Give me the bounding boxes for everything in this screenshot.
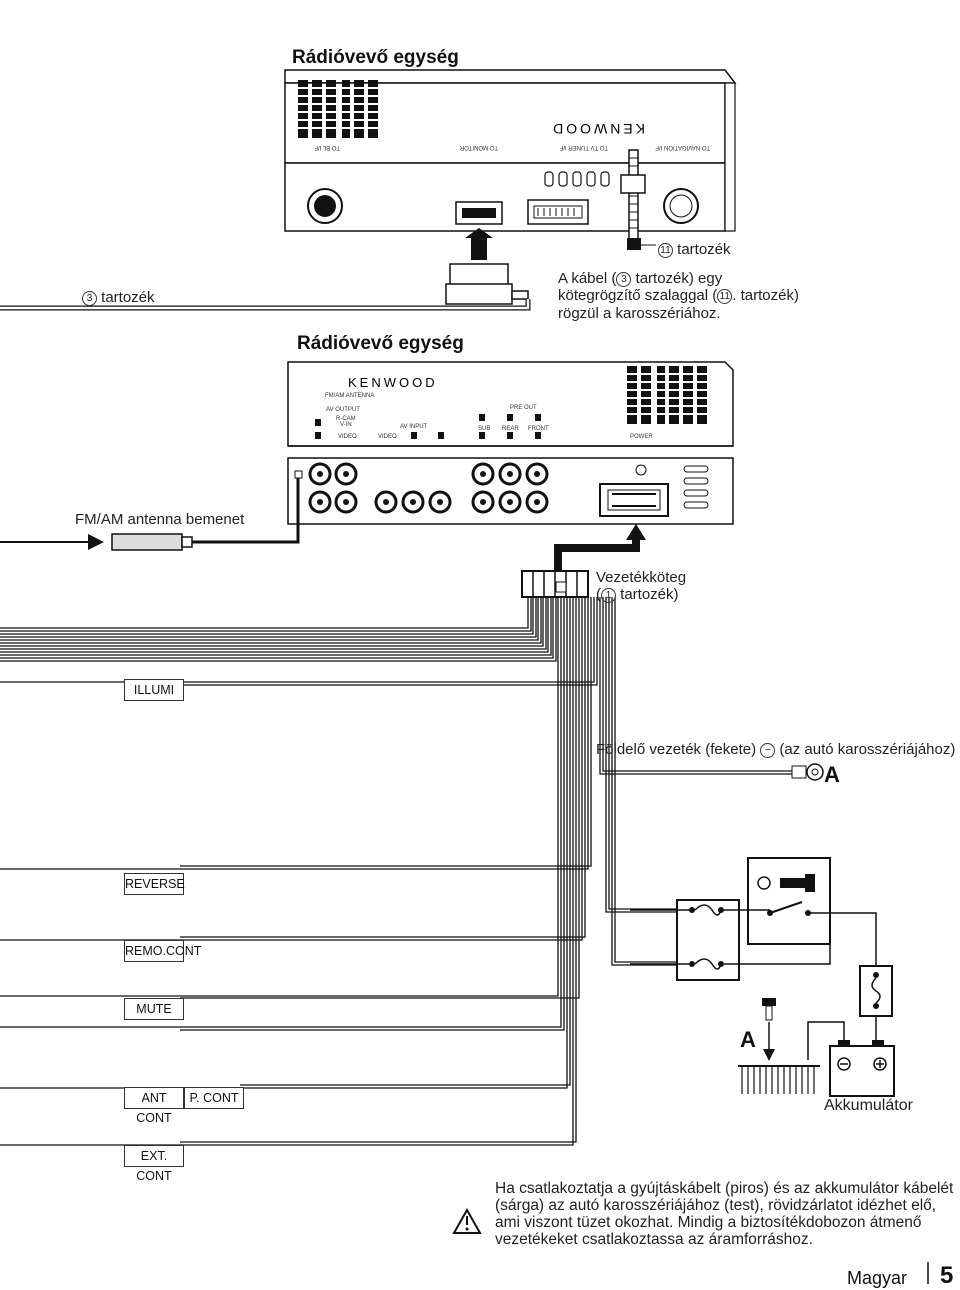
harness-label: Vezetékköteg (1 tartozék) [596, 569, 687, 604]
top-port-label: TO NAVIGATION I/F [655, 144, 710, 150]
middle-radio-unit: KENWOOD FM/AM ANTENNA AV OUTPUT R-CAM V-… [287, 361, 734, 525]
mid-label: POWER [630, 434, 653, 440]
accessory-number: 11 [658, 243, 673, 258]
warning-note: Ha csatlakoztatja a gyújtáskábelt (piros… [495, 1180, 955, 1248]
accessory-text: tartozék [677, 241, 731, 258]
harness-connector [521, 570, 589, 598]
battery [829, 1040, 895, 1097]
top-port-label: TO BL I/F [314, 144, 340, 150]
footer-page-number: 5 [940, 1262, 954, 1289]
mid-label: REAR [502, 426, 519, 432]
mid-label: VIDEO [338, 434, 357, 440]
tv-tuner-connector [527, 199, 589, 225]
accessory-11-label: 11 tartozék [658, 241, 731, 258]
battery-label: Akkumulátor [824, 1097, 913, 1114]
mid-label: V-IN [340, 422, 352, 428]
ground-wire-label: Földelő vezeték (fekete) − (az autó karo… [596, 741, 956, 758]
wire-label-p-cont: P. CONT [184, 1087, 244, 1109]
warning-text: Ha csatlakoztatja a gyújtáskábelt (piros… [495, 1180, 954, 1248]
minus-icon: − [760, 743, 776, 758]
cable-fixing-note: A kábel (3 tartozék) egy kötegrögzítő sz… [558, 270, 799, 322]
warning-triangle-icon [452, 1207, 482, 1234]
accessory-number: 3 [616, 272, 632, 287]
wire-label-reverse: REVERSE [124, 873, 185, 895]
wire-label-remo-cont: REMO.CONT [124, 940, 201, 962]
mid-label: R-CAM [336, 416, 356, 422]
mid-label: SUB [478, 426, 490, 432]
top-unit-vent-gaps [298, 87, 378, 129]
accessory-number: 1 [601, 588, 616, 604]
ignition-switch [747, 857, 831, 945]
inline-fuse [859, 965, 893, 1017]
top-unit-leds [544, 171, 610, 187]
accessory-text: tartozék [101, 289, 155, 306]
mid-label: AV INPUT [400, 424, 428, 430]
wire-label-ant-cont: ANT CONT [124, 1087, 184, 1125]
mid-unit-side-slots [683, 465, 709, 509]
harness-wires [0, 597, 598, 1146]
top-unit-vents [298, 80, 378, 138]
top-unit-brand: KENWOOD [550, 121, 645, 137]
fuse-box [630, 899, 740, 981]
ignition-wire [605, 597, 690, 913]
mid-label: VIDEO [378, 434, 397, 440]
ground-marker-a: A [824, 762, 840, 787]
mid-unit-vents [627, 366, 707, 424]
mid-unit-brand: KENWOOD [348, 375, 438, 390]
accessory-number: 11 [717, 289, 733, 305]
mid-label: FRONT [528, 426, 549, 432]
wire-label-mute: MUTE [124, 998, 184, 1020]
battery-wire [611, 597, 690, 966]
mid-label: FM/AM ANTENNA [325, 393, 374, 399]
top-port-label: TO TV TUNER I/F [559, 144, 608, 150]
chassis-marker-a: A [740, 1027, 756, 1052]
chassis-ground [738, 998, 820, 1094]
accessory-number: 3 [82, 291, 97, 306]
ground-lug [791, 763, 824, 781]
mid-label: AV OUTPUT [326, 407, 360, 413]
mid-label: PRE OUT [510, 405, 537, 411]
antenna-input-label: FM/AM antenna bemenet [75, 511, 245, 528]
footer-language: Magyar [847, 1268, 908, 1288]
wire-label-ext-cont: EXT. CONT [124, 1145, 184, 1183]
heading-mid-unit: Rádióvevő egység [297, 333, 464, 354]
harness-arrow [554, 532, 640, 570]
wire-label-illumi: ILLUMI [124, 679, 184, 701]
top-port-label: TO MONITOR [459, 144, 498, 150]
antenna-plug [0, 478, 300, 551]
accessory-3-label: 3 tartozék [82, 289, 155, 306]
heading-top-unit: Rádióvevő egység [292, 47, 459, 68]
top-radio-unit: KENWOOD TO BL I/F TO MONITOR TO TV TUNER… [284, 69, 737, 250]
monitor-cable [0, 228, 531, 311]
ground-wire [599, 597, 792, 775]
